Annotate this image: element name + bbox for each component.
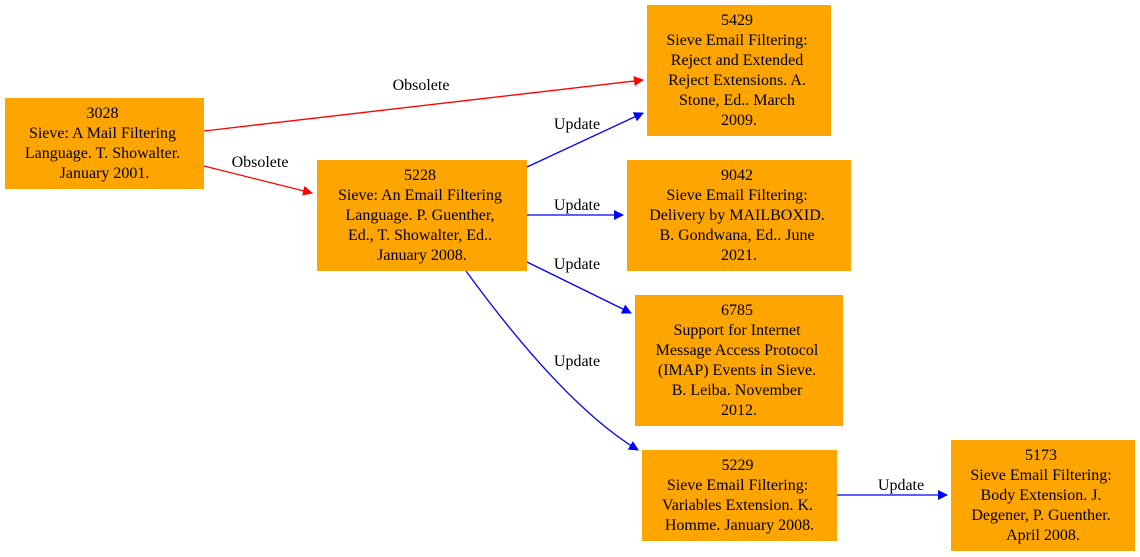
edge-label-5229-to-5173: Update	[878, 477, 924, 494]
edge-5228-to-5429	[526, 112, 644, 168]
node-box	[317, 160, 527, 271]
node-label: 5229 Sieve Email Filtering: Variables Ex…	[662, 457, 817, 534]
edge-5228-to-5229	[465, 270, 639, 451]
node-label: 3028 Sieve: A Mail Filtering Language. T…	[25, 105, 184, 182]
edges: Obsolete Obsolete Update Update Update U…	[203, 76, 948, 500]
node-rfc-5173: 5173 Sieve Email Filtering: Body Extensi…	[951, 440, 1135, 551]
node-label: 5173 Sieve Email Filtering: Body Extensi…	[970, 447, 1115, 544]
edge-label-3028-to-5228: Obsolete	[232, 154, 289, 171]
edge-label-5228-to-9042: Update	[554, 197, 600, 214]
edge-3028-to-5228	[203, 165, 313, 196]
node-box	[627, 160, 851, 271]
node-rfc-6785: 6785 Support for Internet Message Access…	[635, 295, 843, 426]
node-rfc-5429: 5429 Sieve Email Filtering: Reject and E…	[647, 5, 831, 136]
node-rfc-5228: 5228 Sieve: An Email Filtering Language.…	[317, 160, 527, 271]
edge-3028-to-5429	[203, 76, 644, 132]
node-label: 5429 Sieve Email Filtering: Reject and E…	[666, 12, 811, 129]
edge-label-5228-to-5429: Update	[554, 116, 600, 133]
node-box	[635, 295, 843, 426]
node-label: 6785 Support for Internet Message Access…	[656, 302, 823, 419]
node-box	[951, 440, 1135, 551]
edge-5228-to-6785	[526, 261, 632, 314]
node-label: 5228 Sieve: An Email Filtering Language.…	[338, 167, 506, 264]
node-rfc-3028: 3028 Sieve: A Mail Filtering Language. T…	[5, 98, 204, 189]
node-rfc-9042: 9042 Sieve Email Filtering: Delivery by …	[627, 160, 851, 271]
edge-label-5228-to-5229: Update	[554, 353, 600, 370]
edge-label-3028-to-5429: Obsolete	[393, 77, 450, 94]
edge-label-5228-to-6785: Update	[554, 256, 600, 273]
node-label: 9042 Sieve Email Filtering: Delivery by …	[649, 167, 829, 264]
node-box	[647, 5, 831, 136]
node-rfc-5229: 5229 Sieve Email Filtering: Variables Ex…	[642, 450, 837, 541]
node-box	[642, 450, 837, 541]
node-box	[5, 98, 204, 189]
